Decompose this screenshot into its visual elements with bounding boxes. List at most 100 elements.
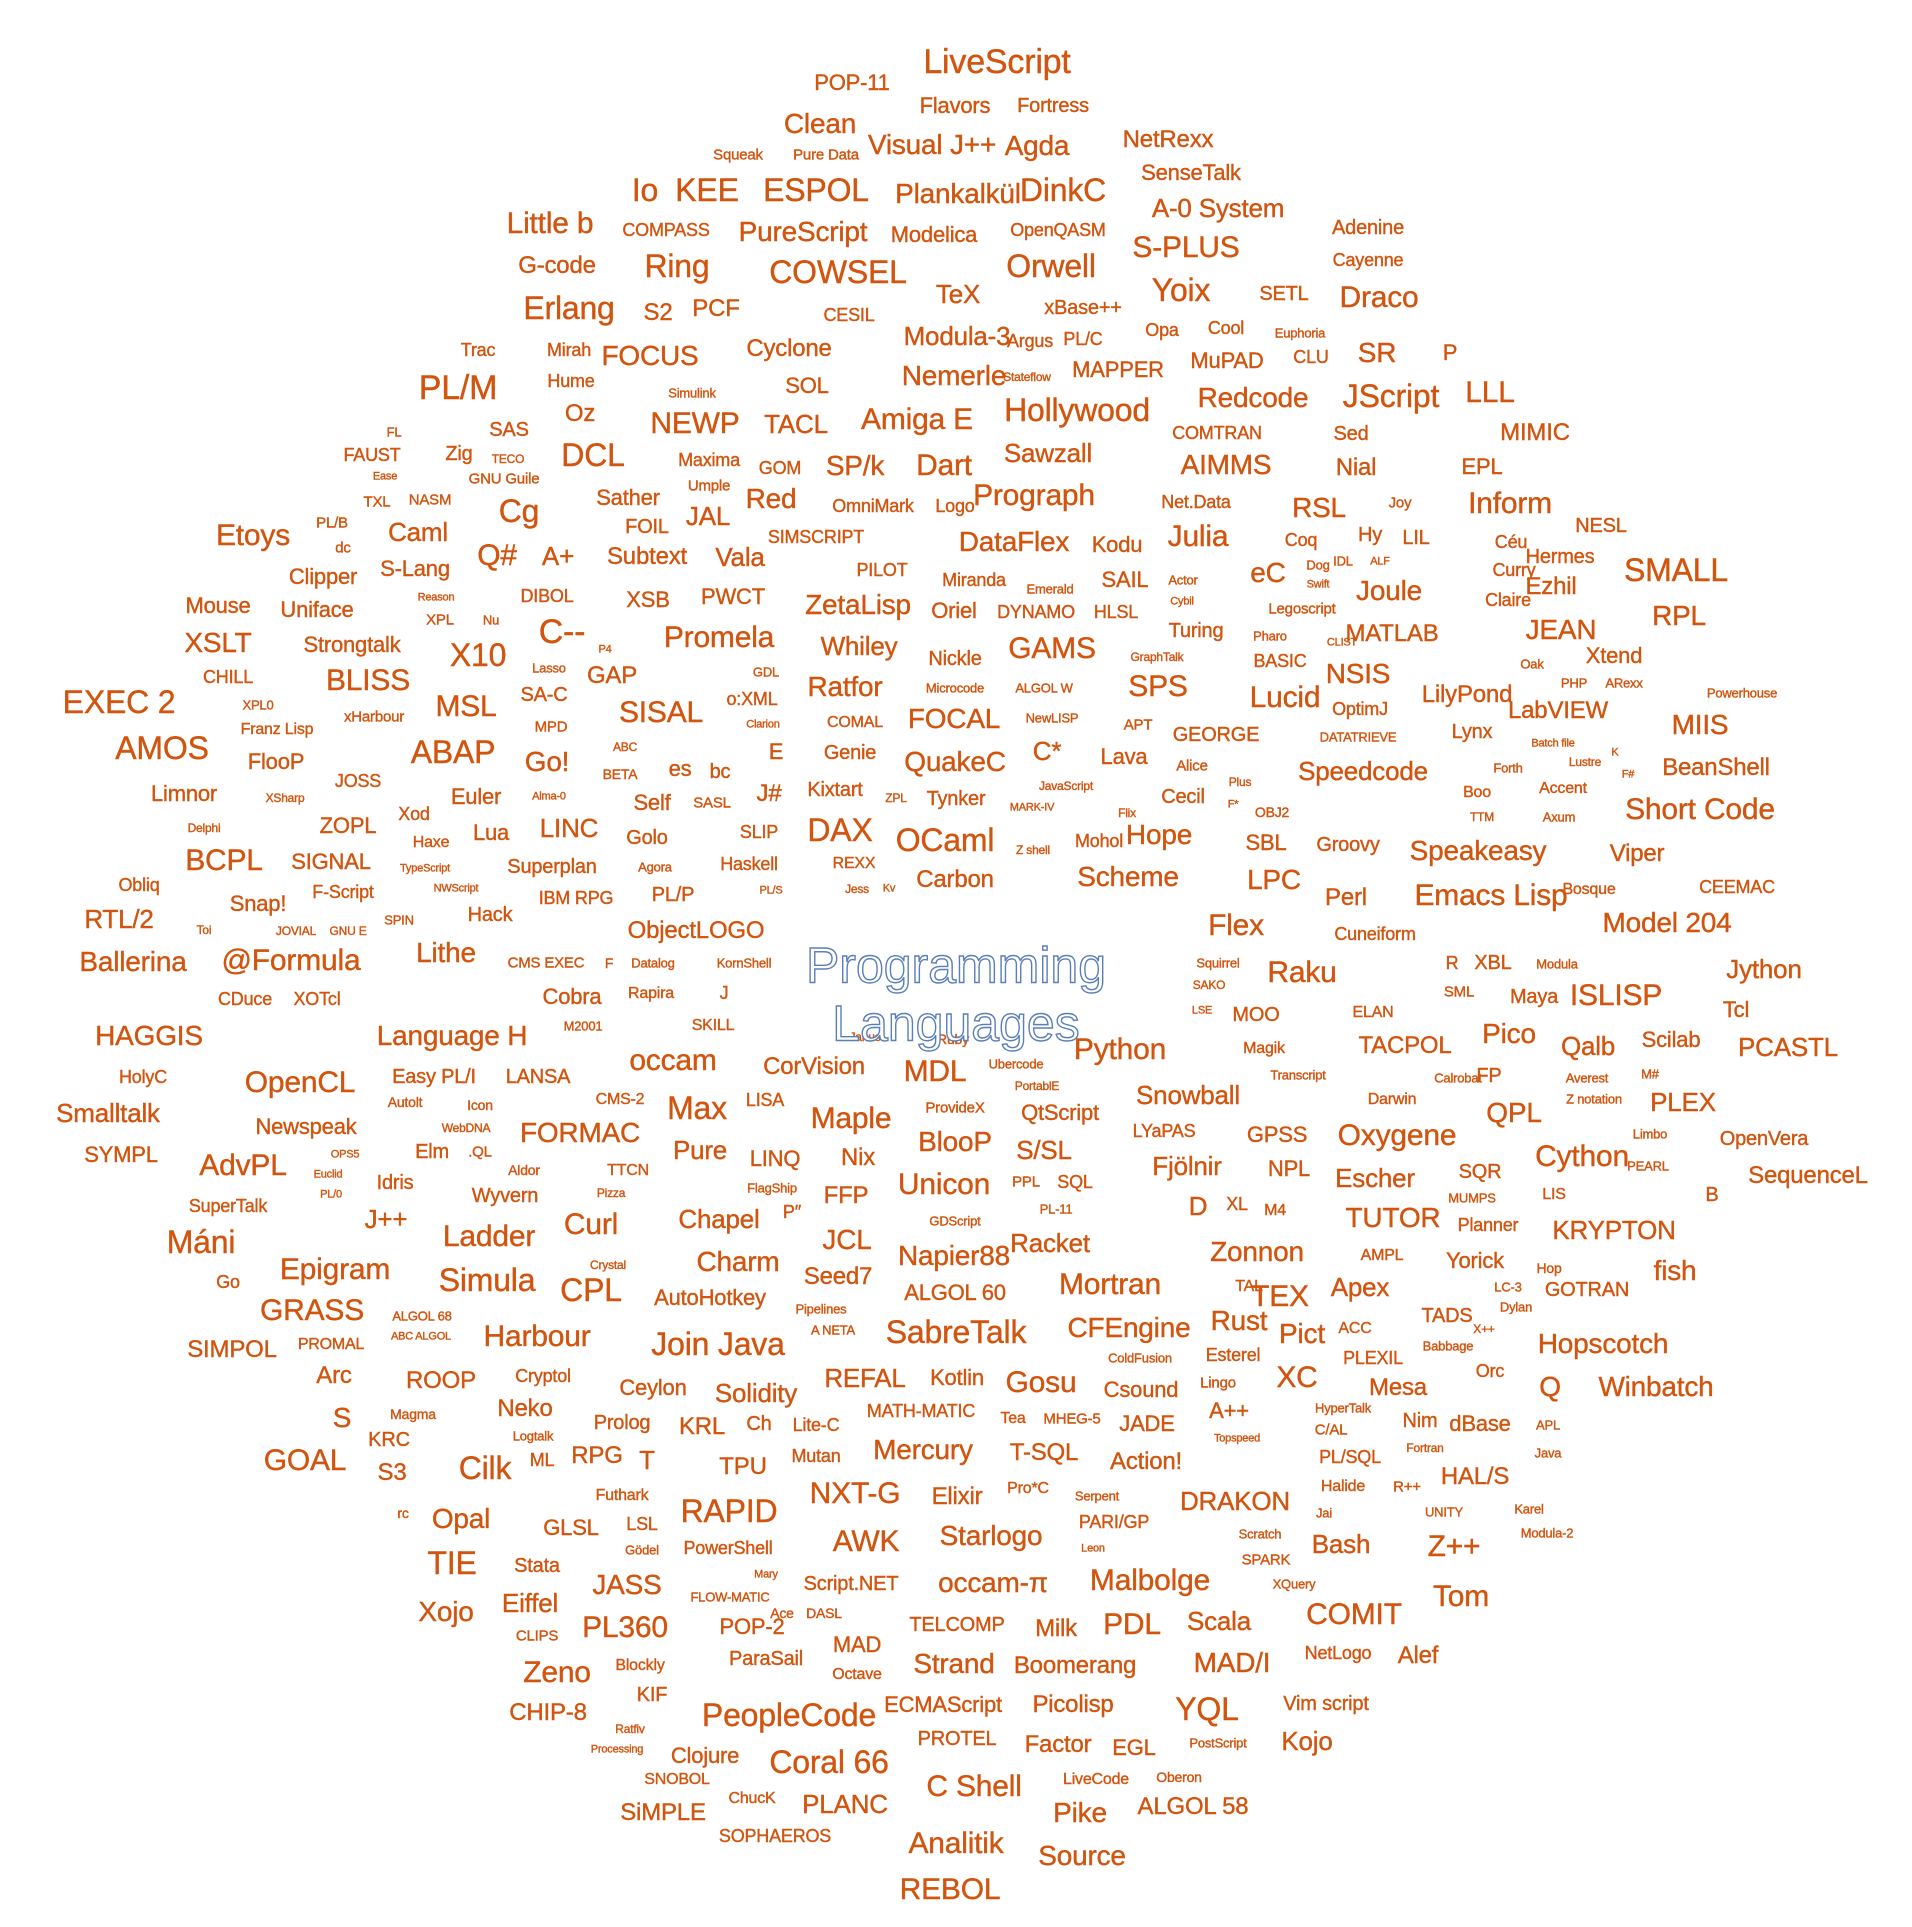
cloud-word: DATATRIEVE [1319, 729, 1397, 745]
cloud-word: Futhark [595, 1487, 649, 1504]
cloud-word: Icon [467, 1097, 493, 1113]
cloud-word: Malbolge [1089, 1564, 1211, 1597]
cloud-word: Hollywood [1004, 392, 1150, 428]
cloud-word: Draco [1339, 281, 1419, 314]
cloud-word: Hume [547, 371, 595, 391]
cloud-word: Picolisp [1032, 1691, 1114, 1718]
cloud-word: A++ [1209, 1398, 1249, 1423]
cloud-word: KEE [675, 172, 739, 208]
cloud-word: ABAP [410, 734, 496, 770]
cloud-word: SP/k [825, 450, 885, 481]
cloud-word: BlooP [918, 1126, 992, 1157]
cloud-word: Golo [626, 827, 668, 849]
cloud-word: SPS [1128, 670, 1188, 703]
cloud-word: FOCUS [601, 340, 699, 371]
cloud-word: GNU E [329, 924, 367, 938]
cloud-word: Coral 66 [769, 1744, 889, 1780]
cloud-word: PCF [692, 295, 740, 322]
cloud-word: Arc [316, 1362, 352, 1389]
cloud-word: Xojo [418, 1596, 474, 1627]
cloud-word: ESPOL [763, 172, 869, 208]
cloud-word: Ezhil [1525, 573, 1577, 600]
cloud-word: YQL [1175, 1691, 1239, 1727]
cloud-word: dBase [1449, 1411, 1511, 1436]
cloud-word: Mercury [873, 1434, 973, 1465]
cloud-word: CHILL [202, 667, 254, 687]
cloud-word: X++ [1473, 1322, 1495, 1336]
cloud-word: Rapira [628, 985, 675, 1002]
cloud-word: JCL [822, 1224, 872, 1255]
cloud-word: Tcl [1722, 997, 1750, 1022]
cloud-word: Eiffel [501, 1588, 559, 1618]
cloud-word: Clarion [746, 718, 780, 731]
cloud-word: LabVIEW [1508, 697, 1609, 724]
cloud-word: PowerShell [683, 1538, 773, 1558]
cloud-word: RAPID [680, 1493, 778, 1529]
cloud-word: Promela [663, 621, 775, 654]
cloud-word: Tynker [926, 788, 986, 810]
cloud-word: TECO [491, 452, 525, 466]
cloud-word: SPIN [384, 912, 414, 928]
cloud-word: Mortran [1059, 1268, 1162, 1301]
cloud-word: Napier88 [897, 1240, 1011, 1271]
cloud-word: SPARK [1241, 1551, 1291, 1569]
cloud-word: eC [1250, 557, 1286, 588]
cloud-word: PostScript [1189, 1735, 1247, 1751]
cloud-word: Microcode [925, 680, 985, 696]
cloud-word: Strongtalk [303, 632, 401, 657]
cloud-word: Uniface [280, 597, 354, 622]
cloud-word: Oxygene [1337, 1119, 1457, 1152]
cloud-word: Self [633, 790, 671, 815]
cloud-word: FOIL [625, 516, 669, 538]
cloud-word: Alice [1176, 757, 1208, 775]
cloud-word: Scala [1186, 1606, 1252, 1636]
cloud-word: M# [1641, 1066, 1659, 1082]
cloud-word: Pico [1482, 1018, 1536, 1049]
cloud-word: PureScript [738, 216, 868, 247]
cloud-word: TAL [1235, 1278, 1263, 1295]
cloud-word: @Formula [221, 944, 361, 977]
cloud-word: TACL [764, 409, 828, 439]
cloud-center-title: Programming Languages [805, 937, 1107, 1053]
cloud-word: C/AL [1314, 1421, 1348, 1439]
cloud-word: PDL [1103, 1608, 1161, 1641]
cloud-word: LC-3 [1494, 1279, 1522, 1295]
cloud-word: LiveCode [1062, 1771, 1130, 1788]
cloud-word: LSL [626, 1514, 658, 1534]
cloud-word: F* [1227, 798, 1239, 811]
cloud-word: MARK-IV [1009, 801, 1055, 814]
cloud-word: bc [709, 761, 731, 783]
cloud-word: PCASTL [1738, 1032, 1839, 1062]
cloud-word: SIMSCRIPT [767, 527, 865, 547]
cloud-word: PL/S [759, 884, 783, 897]
cloud-word: Unicon [897, 1168, 991, 1201]
cloud-word: Flavors [919, 93, 991, 118]
cloud-word: Fortran [1406, 1441, 1444, 1455]
cloud-word: Alef [1397, 1642, 1439, 1669]
cloud-word: Scratch [1238, 1526, 1282, 1542]
cloud-word: NewLISP [1025, 710, 1079, 726]
cloud-word: Pro*C [1007, 1480, 1049, 1497]
cloud-word: Snowball [1136, 1080, 1241, 1110]
cloud-word: ALGOL 68 [392, 1308, 452, 1324]
cloud-word: PROTEL [917, 1728, 997, 1750]
cloud-word: Neko [497, 1395, 553, 1422]
cloud-word: TELCOMP [909, 1614, 1005, 1636]
cloud-word: Mirah [546, 340, 592, 360]
cloud-word: Language H [376, 1020, 528, 1051]
cloud-word: LANSA [505, 1066, 571, 1088]
title-line-2: Languages [832, 994, 1081, 1051]
cloud-word: Vala [715, 542, 765, 572]
cloud-word: SuperTalk [188, 1196, 268, 1216]
cloud-word: Leon [1081, 1542, 1105, 1555]
cloud-word: TPU [719, 1453, 767, 1480]
cloud-word: DAX [807, 812, 873, 848]
cloud-word: Mary [754, 1568, 778, 1581]
cloud-word: EGL [1112, 1735, 1156, 1760]
cloud-word: Winbatch [1598, 1371, 1714, 1402]
cloud-word: SA-C [520, 684, 568, 706]
cloud-word: Magma [390, 1406, 436, 1422]
cloud-word: COMPASS [622, 220, 710, 240]
cloud-word: Go [216, 1272, 240, 1292]
